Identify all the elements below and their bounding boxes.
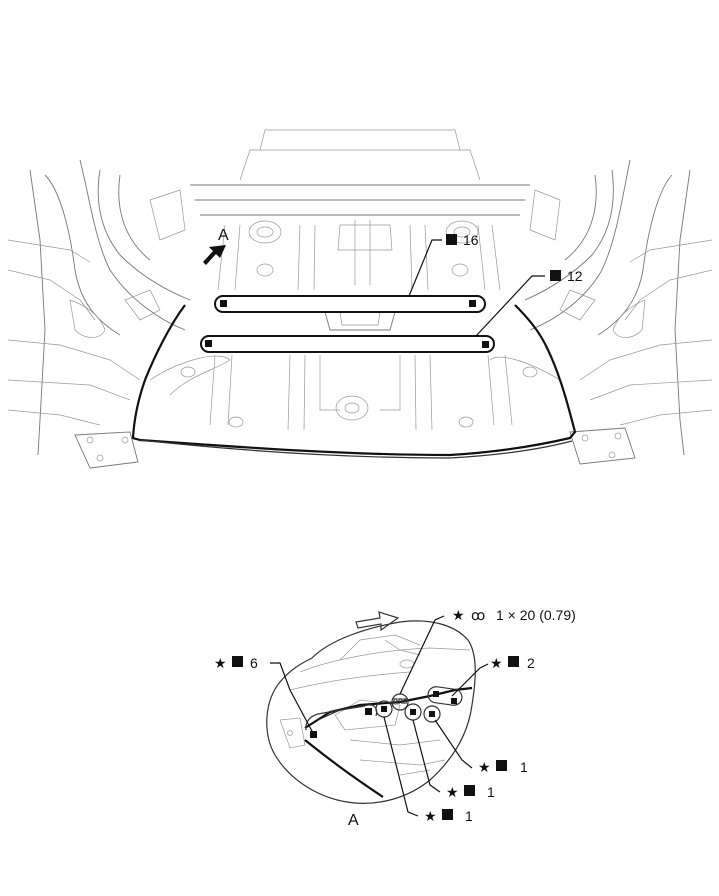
leader-lower-right xyxy=(434,719,473,769)
undercover-panel xyxy=(131,304,577,459)
lower-bar xyxy=(200,335,495,353)
leader-left xyxy=(270,662,314,734)
square-icon xyxy=(496,760,507,771)
leader-lower-left xyxy=(383,716,419,817)
fastener-square xyxy=(429,711,435,717)
detail-callout-lower-right: ★ 1 xyxy=(478,759,528,775)
fastener-square xyxy=(482,341,489,348)
leader-lower-mid xyxy=(412,719,441,793)
view-a-arrow-label: A xyxy=(218,227,229,244)
detail-callout-lower-left: ★ 1 xyxy=(424,808,473,824)
star-icon: ★ xyxy=(490,655,503,671)
star-icon: ★ xyxy=(478,759,491,775)
detail-callout-lower-mid-label: 1 xyxy=(487,784,495,800)
leader-line-top xyxy=(408,239,442,297)
star-icon: ★ xyxy=(446,784,459,800)
main-callout-bottom: 12 xyxy=(550,268,583,284)
view-a-arrow: A xyxy=(203,227,229,265)
leader-right xyxy=(451,663,489,697)
main-callout-top: 16 xyxy=(446,232,479,248)
square-icon xyxy=(446,234,457,245)
forward-arrow-icon xyxy=(355,611,400,632)
fastener-square xyxy=(381,706,387,712)
detail-callout-seal-label: 1 × 20 (0.79) xyxy=(496,607,576,623)
detail-callout-left: ★ 6 xyxy=(214,655,258,671)
upper-bar xyxy=(214,295,486,313)
main-callout-bottom-label: 12 xyxy=(567,268,583,284)
leader-line-bottom xyxy=(475,275,545,337)
square-icon xyxy=(232,656,243,667)
view-a-caption: A xyxy=(348,812,359,829)
star-icon: ★ xyxy=(214,655,227,671)
detail-callout-lower-right-label: 1 xyxy=(520,759,528,775)
fastener-square xyxy=(220,300,227,307)
detail-callout-right-label: 2 xyxy=(527,655,535,671)
detail-callout-lower-mid: ★ 1 xyxy=(446,784,495,800)
detail-callout-left-label: 6 xyxy=(250,655,258,671)
main-callout-top-label: 16 xyxy=(463,232,479,248)
fastener-square xyxy=(451,698,457,704)
detail-callout-right: ★ 2 xyxy=(490,655,535,671)
fastener-square xyxy=(365,708,372,715)
fastener-square xyxy=(469,300,476,307)
seal-icon: ꝏ xyxy=(471,607,485,623)
square-icon xyxy=(550,270,561,281)
detail-view-a: A xyxy=(266,611,476,829)
fastener-square xyxy=(410,709,416,715)
leader-seal xyxy=(399,615,445,695)
fastener-square xyxy=(310,731,317,738)
detail-callout-seal: ★ ꝏ 1 × 20 (0.79) xyxy=(452,607,576,623)
fastener-square xyxy=(205,340,212,347)
detail-callout-lower-left-label: 1 xyxy=(465,808,473,824)
star-icon: ★ xyxy=(452,607,465,623)
square-icon xyxy=(464,785,475,796)
square-icon xyxy=(442,809,453,820)
square-icon xyxy=(508,656,519,667)
underbody-background xyxy=(7,129,713,469)
star-icon: ★ xyxy=(424,808,437,824)
fastener-square xyxy=(433,691,439,697)
